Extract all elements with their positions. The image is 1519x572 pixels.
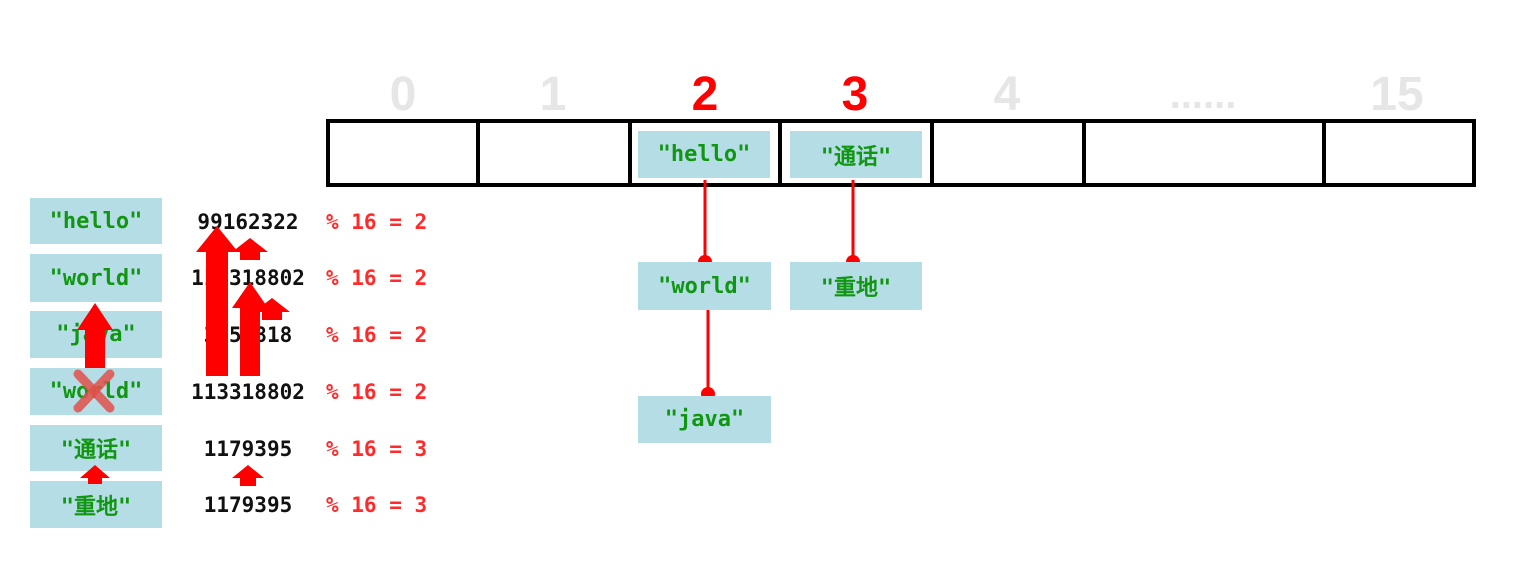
up-arrow-hash-small-1 xyxy=(232,238,268,260)
hash-value-tonghua: 1179395 xyxy=(203,437,293,461)
bucket-3-node-zhongdi: "重地" xyxy=(790,262,922,310)
up-arrow-key-compare xyxy=(77,303,113,368)
bucket-2-node-world: "world" xyxy=(638,262,771,310)
mod-result-hello: % 16 = 2 xyxy=(326,210,428,234)
mod-result-tonghua: % 16 = 3 xyxy=(326,437,428,461)
up-arrow-key-tonghua xyxy=(80,465,110,484)
bucket-index-ellipsis: ...... xyxy=(1169,73,1237,117)
bucket-cell-ellipsis xyxy=(1082,119,1328,187)
mod-result-world: % 16 = 2 xyxy=(326,266,428,290)
hash-value-world-duplicate: 113318802 xyxy=(191,380,305,404)
key-box-world: "world" xyxy=(30,254,162,302)
bucket-index-4: 4 xyxy=(993,68,1021,121)
bucket-index-1: 1 xyxy=(539,68,567,121)
up-arrow-hash-long xyxy=(196,226,238,376)
bucket-index-2: 2 xyxy=(691,68,719,121)
bucket-index-0: 0 xyxy=(389,68,417,121)
bucket-2-node-hello: "hello" xyxy=(638,131,770,178)
hash-value-zhongdi: 1179395 xyxy=(203,493,293,517)
up-arrow-hash-medium xyxy=(232,282,268,376)
bucket-cell-15 xyxy=(1322,119,1476,187)
bucket-index-3: 3 xyxy=(841,68,869,121)
up-arrow-hash-small-2 xyxy=(254,298,290,320)
bucket-3-node-tonghua: "通话" xyxy=(790,131,922,178)
mod-result-java: % 16 = 2 xyxy=(326,323,428,347)
cross-mark-icon xyxy=(73,369,115,413)
key-box-tonghua: "通话" xyxy=(30,425,162,471)
bucket-cell-4 xyxy=(930,119,1086,187)
bucket-index-15: 15 xyxy=(1370,68,1424,121)
up-arrow-hash-tonghua xyxy=(232,465,264,486)
mod-result-world-duplicate: % 16 = 2 xyxy=(326,380,428,404)
key-box-zhongdi: "重地" xyxy=(30,481,162,528)
bucket-2-node-java: "java" xyxy=(638,396,771,443)
mod-result-zhongdi: % 16 = 3 xyxy=(326,493,428,517)
key-box-hello: "hello" xyxy=(30,198,162,244)
